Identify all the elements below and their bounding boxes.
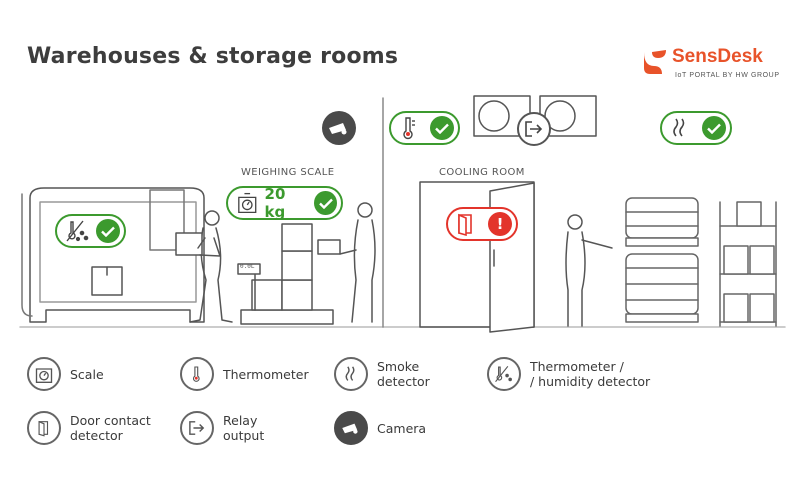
page-title: Warehouses & storage rooms — [27, 44, 399, 69]
worker-with-box — [175, 210, 233, 323]
door-icon — [27, 411, 61, 445]
worker-cooling — [565, 214, 613, 327]
thermo-humidity-icon — [487, 357, 521, 391]
alert-icon: ! — [488, 212, 512, 236]
scale-status[interactable]: 20 kg — [226, 185, 343, 221]
scale-weight: 20 kg — [264, 185, 286, 221]
relay-icon — [180, 411, 214, 445]
scene-relay-icon — [517, 112, 551, 146]
scale-display: 0.0L — [240, 263, 255, 270]
legend-scale: Scale — [27, 357, 104, 391]
ok-check-icon — [96, 219, 120, 243]
ok-check-icon — [702, 116, 726, 140]
legend-label: Scale — [70, 366, 104, 382]
shelf-rack — [719, 201, 777, 327]
warehouse-scene — [19, 95, 786, 333]
legend-door-contact: Door contact detector — [27, 411, 151, 445]
legend-camera: Camera — [334, 411, 426, 445]
worker-with-laptop — [317, 202, 376, 323]
weighing-scale-caption: WEIGHING SCALE — [241, 167, 335, 178]
scene-camera-icon — [322, 111, 356, 145]
legend-smoke-detector: Smoke detector — [334, 357, 430, 391]
smoke-icon — [334, 357, 368, 391]
logo-tagline: IoT PORTAL BY HW GROUP — [675, 72, 780, 79]
smoke-icon — [673, 118, 685, 137]
legend-label: Camera — [377, 420, 427, 436]
thermometer-icon — [180, 357, 214, 391]
scale-icon — [238, 192, 257, 214]
legend-label: Thermometer / / humidity detector — [530, 359, 651, 389]
legend-thermometer: Thermometer — [180, 357, 309, 391]
cooling-room-caption: COOLING ROOM — [439, 167, 525, 178]
pallet-stack — [625, 197, 699, 323]
legend-label: Smoke detector — [377, 359, 430, 389]
door-icon — [458, 213, 472, 236]
logo-brand: SensDesk — [672, 46, 763, 67]
legend-label: Relay output — [223, 413, 265, 443]
thermo-humidity-icon — [66, 220, 89, 242]
smoke-detector-status[interactable] — [660, 111, 732, 145]
scale-icon — [27, 357, 61, 391]
legend-label: Thermometer — [223, 366, 309, 382]
ok-check-icon — [430, 116, 454, 140]
weighing-scale — [237, 223, 334, 325]
thermometer-status[interactable] — [389, 111, 460, 145]
door-contact-alert[interactable]: ! — [446, 207, 518, 241]
legend-thermo-humidity: Thermometer / / humidity detector — [487, 357, 650, 391]
ok-check-icon — [314, 191, 337, 215]
thermometer-icon — [403, 117, 415, 140]
camera-icon — [334, 411, 368, 445]
legend-relay-output: Relay output — [180, 411, 264, 445]
legend-label: Door contact detector — [70, 413, 151, 443]
van-thermo-humidity-status[interactable] — [55, 214, 126, 248]
sensdesk-logo: SensDesk IoT PORTAL BY HW GROUP — [640, 46, 780, 86]
sensdesk-logo-mark — [644, 50, 666, 74]
